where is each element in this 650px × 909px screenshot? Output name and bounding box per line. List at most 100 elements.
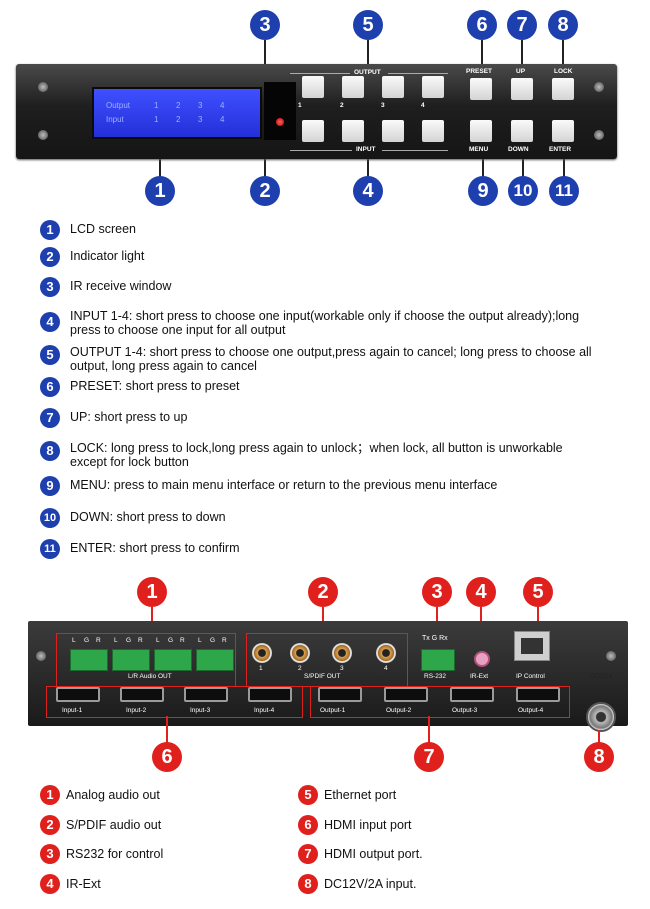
legend-number: 4 xyxy=(40,874,60,894)
ir-ext-label: IR-Ext xyxy=(470,673,489,680)
rear-callout-4: 4 xyxy=(466,577,496,607)
screw xyxy=(38,130,48,140)
audio-terminal-2 xyxy=(112,649,150,671)
lcd-value: 4 xyxy=(220,115,225,124)
button-number: 2 xyxy=(340,102,344,109)
lock-label: LOCK xyxy=(554,68,573,75)
menu-button[interactable] xyxy=(470,120,492,142)
up-button[interactable] xyxy=(511,78,533,100)
spdif-jack-2 xyxy=(290,643,310,663)
lcd-value: 4 xyxy=(220,101,225,110)
legend-text: IR receive window xyxy=(70,279,172,293)
lcd-value: 2 xyxy=(176,115,181,124)
spdif-jack-1 xyxy=(252,643,272,663)
output-group-label: OUTPUT xyxy=(354,69,381,76)
audio-terminal-3 xyxy=(154,649,192,671)
rs232-pins: Tx G Rx xyxy=(422,635,448,642)
input-button-2[interactable] xyxy=(342,120,364,142)
hdmi-output-3 xyxy=(450,687,494,702)
pin-label: L xyxy=(198,637,202,644)
callout-1: 1 xyxy=(145,176,175,206)
pin-label: L xyxy=(72,637,76,644)
legend-number: 9 xyxy=(40,476,60,496)
hdmi-output-2 xyxy=(384,687,428,702)
spdif-label: S/PDIF OUT xyxy=(304,673,341,680)
callout-10: 10 xyxy=(508,176,538,206)
lcd-input-label: Input xyxy=(106,115,124,124)
ir-receive-window xyxy=(264,82,296,140)
spdif-jack-3 xyxy=(332,643,352,663)
hdmi-input-4 xyxy=(248,687,292,702)
preset-button[interactable] xyxy=(470,78,492,100)
input-button-3[interactable] xyxy=(382,120,404,142)
lock-button[interactable] xyxy=(552,78,574,100)
hdmi-input-1 xyxy=(56,687,100,702)
lcd-value: 1 xyxy=(154,101,159,110)
spdif-jack-4 xyxy=(376,643,396,663)
hdmi-label: Output-4 xyxy=(518,707,544,714)
legend-text: LOCK: long press to lock,long press agai… xyxy=(70,441,563,469)
output-button-2[interactable] xyxy=(342,76,364,98)
legend-number: 7 xyxy=(40,408,60,428)
legend-text: ENTER: short press to confirm xyxy=(70,541,240,555)
pin-label: L xyxy=(114,637,118,644)
screw xyxy=(594,82,604,92)
hdmi-label: Output-1 xyxy=(320,707,346,714)
dc-label: DC/12V xyxy=(590,673,613,680)
legend-number: 5 xyxy=(298,785,318,805)
pin-label: L xyxy=(156,637,160,644)
rs232-label: RS-232 xyxy=(424,673,447,680)
lcd-value: 1 xyxy=(154,115,159,124)
jack-number: 1 xyxy=(259,665,263,672)
legend-text: HDMI input port xyxy=(324,818,412,832)
input-button-4[interactable] xyxy=(422,120,444,142)
callout-7: 7 xyxy=(507,10,537,40)
callout-8: 8 xyxy=(548,10,578,40)
callout-2: 2 xyxy=(250,176,280,206)
rs232-terminal xyxy=(421,649,455,671)
lcd-value: 2 xyxy=(176,101,181,110)
hdmi-input-3 xyxy=(184,687,228,702)
legend-number: 2 xyxy=(40,247,60,267)
lcd-value: 3 xyxy=(198,115,203,124)
callout-6: 6 xyxy=(467,10,497,40)
hdmi-input-2 xyxy=(120,687,164,702)
legend-text: RS232 for control xyxy=(66,847,164,861)
pin-label: R xyxy=(180,637,185,644)
button-number: 1 xyxy=(298,102,302,109)
legend-text: LCD screen xyxy=(70,222,136,236)
callout-5: 5 xyxy=(353,10,383,40)
legend-number: 4 xyxy=(40,312,60,332)
legend-text: Ethernet port xyxy=(324,788,397,802)
callout-3: 3 xyxy=(250,10,280,40)
pin-label: R xyxy=(138,637,143,644)
legend-number: 6 xyxy=(40,377,60,397)
lcd-value: 3 xyxy=(198,101,203,110)
legend-number: 3 xyxy=(40,277,60,297)
legend-text: S/PDIF audio out xyxy=(66,818,162,832)
down-button[interactable] xyxy=(511,120,533,142)
hdmi-label: Input-1 xyxy=(62,707,83,714)
rear-callout-6: 6 xyxy=(152,742,182,772)
audio-out-box xyxy=(56,633,236,687)
input-button-1[interactable] xyxy=(302,120,324,142)
jack-number: 4 xyxy=(384,665,388,672)
output-button-3[interactable] xyxy=(382,76,404,98)
callout-4: 4 xyxy=(353,176,383,206)
callout-9: 9 xyxy=(468,176,498,206)
hdmi-output-box xyxy=(310,686,570,718)
hdmi-label: Input-2 xyxy=(126,707,147,714)
ir-ext-jack xyxy=(474,651,490,667)
legend-text: MENU: press to main menu interface or re… xyxy=(70,478,498,492)
legend-text: HDMI output port. xyxy=(324,847,423,861)
output-button-4[interactable] xyxy=(422,76,444,98)
legend-number: 3 xyxy=(40,844,60,864)
enter-button[interactable] xyxy=(552,120,574,142)
preset-label: PRESET xyxy=(466,68,493,75)
legend-text: PRESET: short press to preset xyxy=(70,379,240,393)
audio-terminal-4 xyxy=(196,649,234,671)
output-button-1[interactable] xyxy=(302,76,324,98)
legend-number: 7 xyxy=(298,844,318,864)
pin-label: G xyxy=(126,637,132,644)
screw xyxy=(36,651,46,661)
